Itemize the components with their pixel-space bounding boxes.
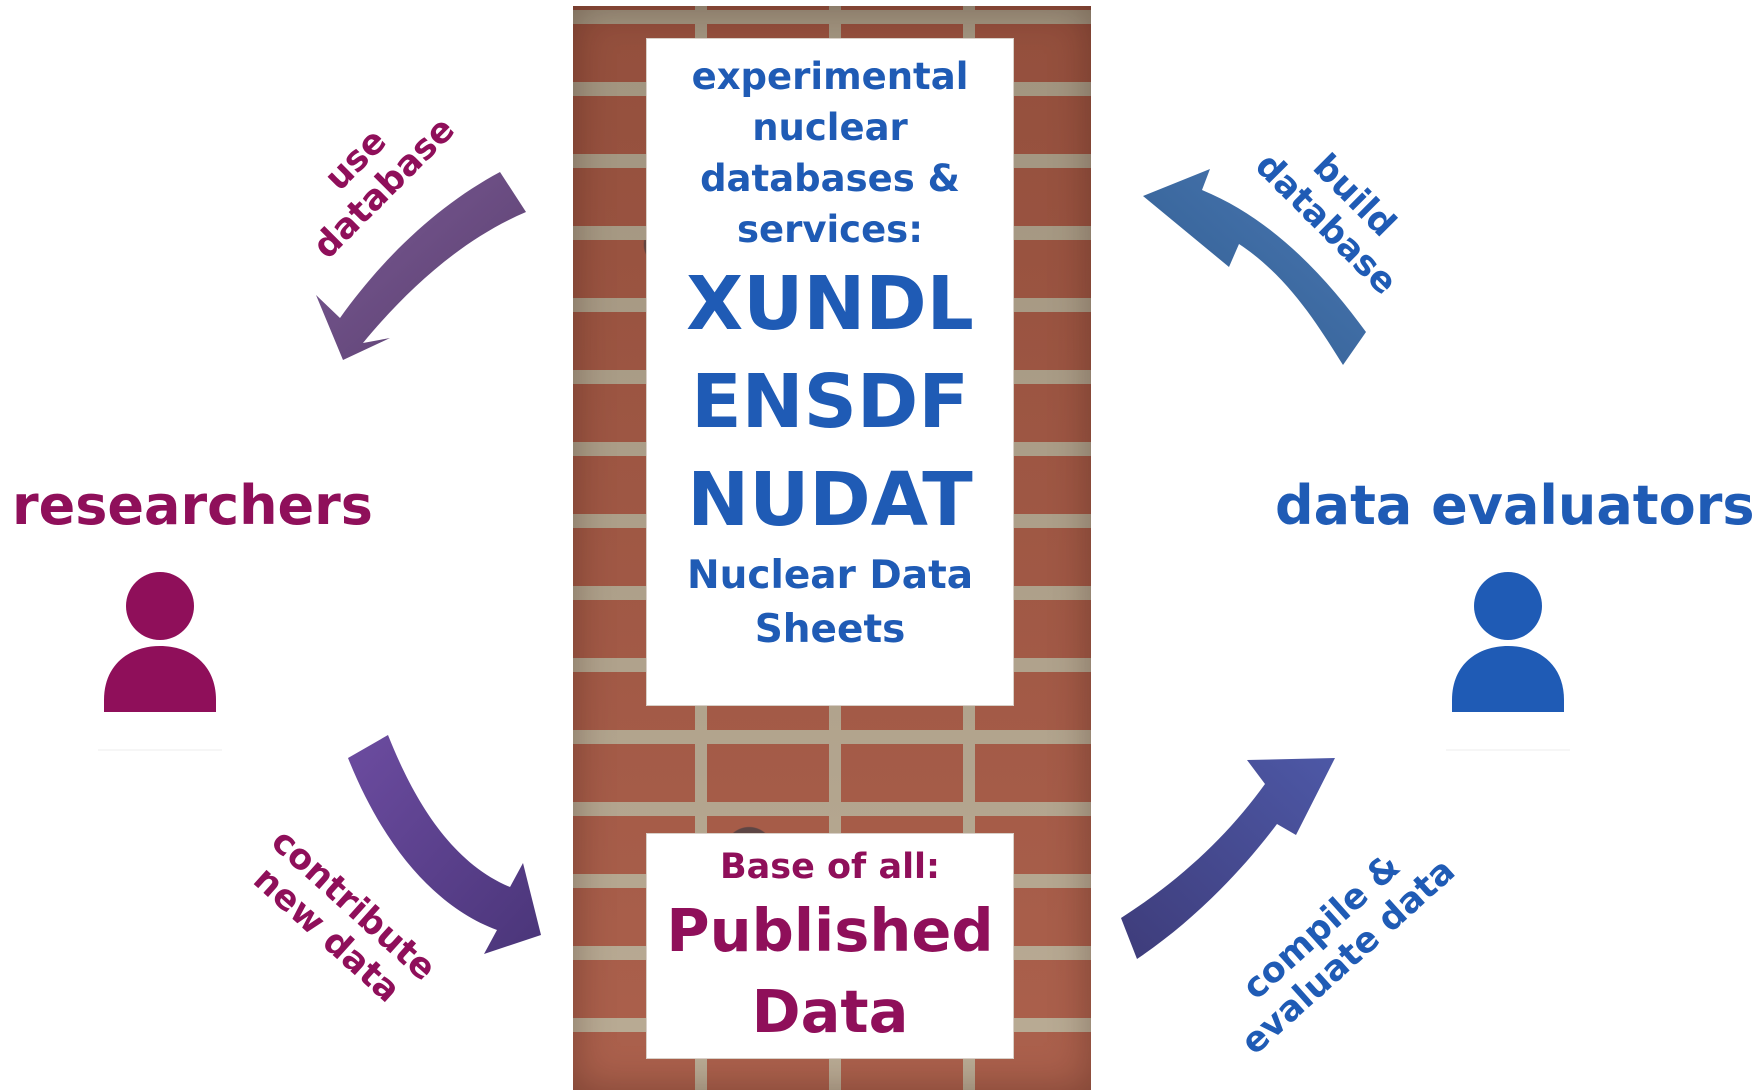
researchers-label: researchers	[12, 474, 373, 537]
researcher-person-icon	[98, 572, 222, 751]
published-line-1: Published	[666, 896, 994, 965]
database-xundl: XUNDL	[686, 261, 974, 347]
published-data-panel: Base of all: Published Data	[646, 833, 1014, 1059]
database-nudat: NUDAT	[687, 457, 973, 543]
intro-line-4: services:	[736, 208, 923, 251]
intro-line-3: databases &	[700, 157, 960, 200]
database-services-panel: experimental nuclear databases & service…	[646, 38, 1014, 706]
contribute-new-data-label: contribute new data	[217, 803, 464, 1036]
published-line-2: Data	[751, 977, 909, 1046]
data-evaluators-label: data evaluators	[1275, 474, 1755, 537]
sheets-line-1: Nuclear Data	[686, 553, 974, 598]
use-database-label: use database	[264, 68, 476, 280]
intro-line-2: nuclear	[752, 106, 908, 149]
intro-line-1: experimental	[691, 55, 969, 98]
database-ensdf: ENSDF	[691, 359, 969, 445]
build-database-label: build database	[1234, 104, 1446, 316]
base-label: Base of all:	[719, 847, 941, 887]
sheets-line-2: Sheets	[754, 607, 906, 652]
compile-evaluate-label: compile & evaluate data	[1197, 812, 1473, 1072]
evaluator-person-icon	[1446, 572, 1570, 751]
